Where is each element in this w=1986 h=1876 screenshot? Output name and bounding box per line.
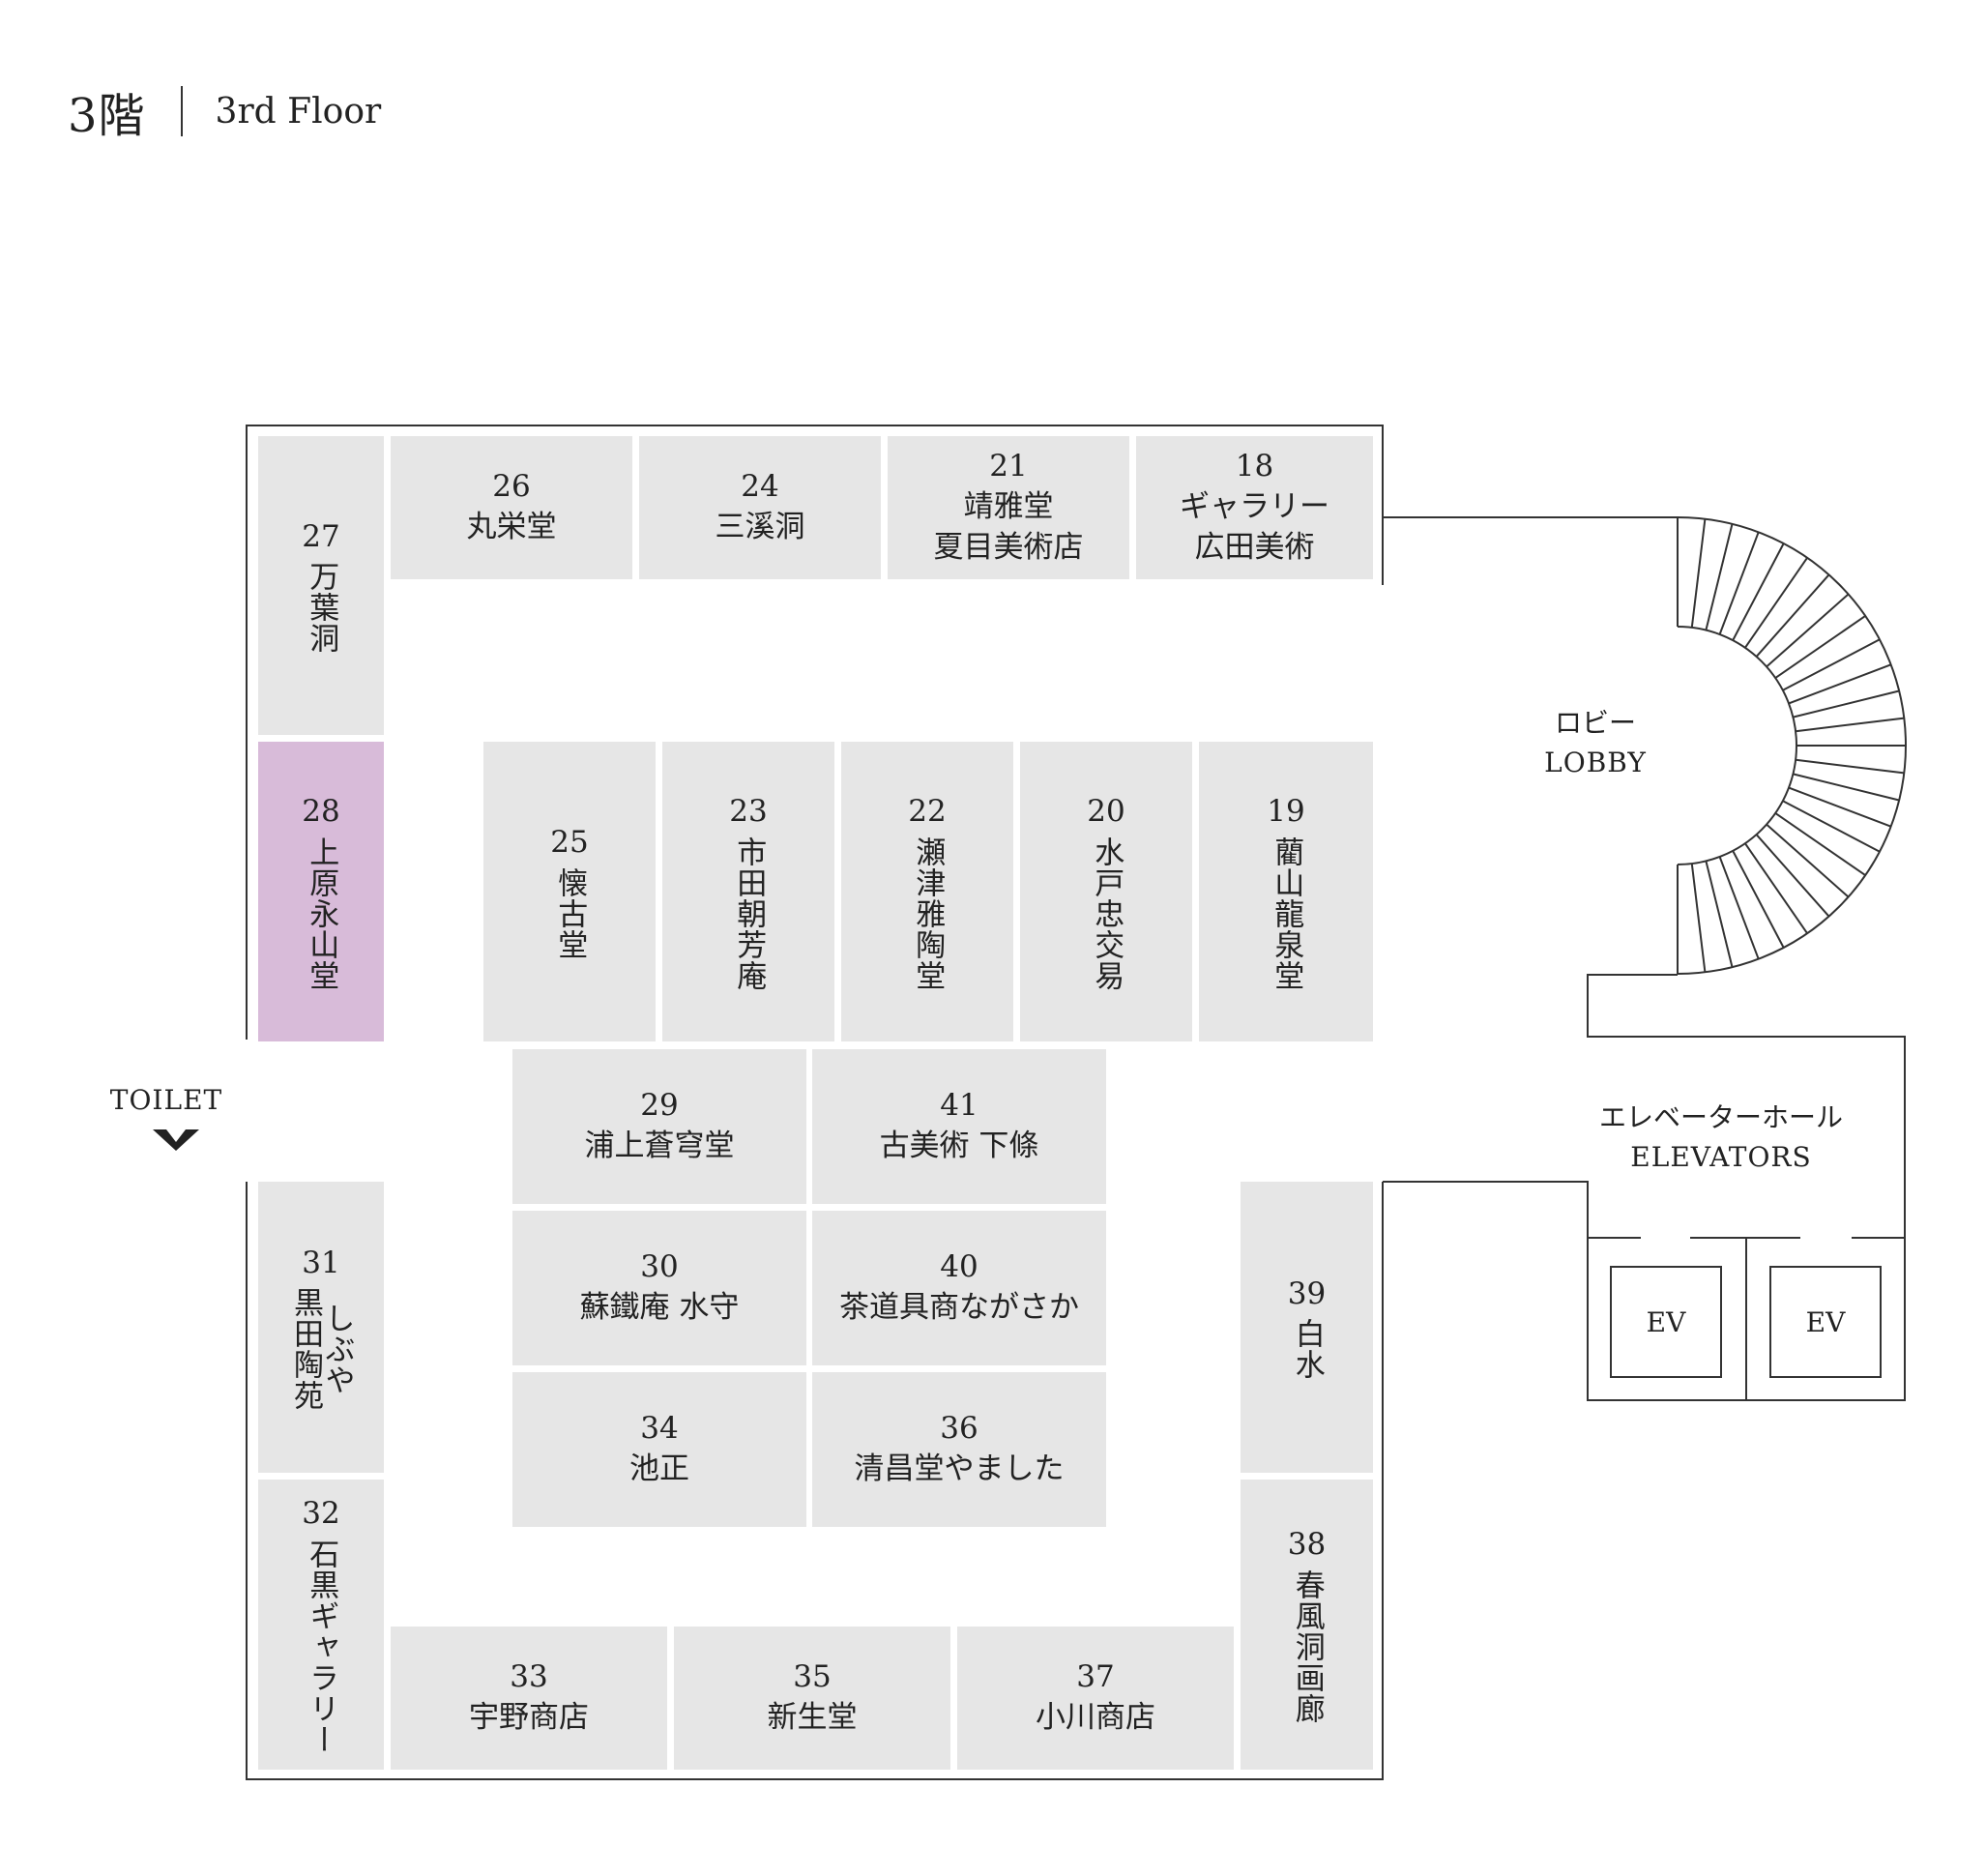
stair-step xyxy=(1795,758,1905,775)
stair-step xyxy=(1744,557,1808,649)
stair-step xyxy=(1705,523,1734,630)
booth-31[interactable]: 31 しぶや 黒田陶苑 xyxy=(258,1182,384,1473)
booth-26[interactable]: 26 丸栄堂 xyxy=(391,436,632,579)
toilet-label[interactable]: TOILET xyxy=(109,1084,223,1116)
stair-step xyxy=(1732,850,1785,949)
booth-18[interactable]: 18 ギャラリー 広田美術 xyxy=(1136,436,1373,579)
booth-24[interactable]: 24 三溪洞 xyxy=(639,436,881,579)
elevator-1[interactable]: EV xyxy=(1610,1266,1722,1378)
booth-28[interactable]: 28 上原永山堂 xyxy=(258,742,384,1041)
booth-33[interactable]: 33 宇野商店 xyxy=(391,1627,667,1770)
stair-step xyxy=(1690,863,1707,973)
booth-41[interactable]: 41 古美術 下條 xyxy=(812,1049,1106,1204)
booth-40[interactable]: 40 茶道具商ながさか xyxy=(812,1211,1106,1365)
stair-step xyxy=(1718,856,1760,960)
stair-step xyxy=(1766,593,1850,668)
stair-step xyxy=(1788,663,1892,705)
header-divider xyxy=(180,86,183,136)
booth-25[interactable]: 25 懐古堂 xyxy=(483,742,656,1041)
booth-22[interactable]: 22 瀬津雅陶堂 xyxy=(841,742,1013,1041)
floor-title-jp: 3階 xyxy=(68,89,146,143)
booth-29[interactable]: 29 浦上蒼穹堂 xyxy=(512,1049,806,1204)
stair-step xyxy=(1718,531,1760,635)
stair-step xyxy=(1690,518,1707,629)
stair-step xyxy=(1732,542,1785,641)
stair-step xyxy=(1793,689,1900,718)
elevators-label-en: ELEVATORS xyxy=(1630,1140,1812,1173)
booth-20[interactable]: 20 水戸忠交易 xyxy=(1020,742,1192,1041)
stair-step xyxy=(1755,834,1830,918)
stair-step xyxy=(1705,861,1734,968)
stair-step xyxy=(1766,823,1850,898)
stair-step xyxy=(1782,800,1881,853)
stair-step xyxy=(1755,573,1830,658)
booth-21[interactable]: 21 靖雅堂 夏目美術店 xyxy=(888,436,1129,579)
toilet-arrow-icon xyxy=(153,1129,199,1151)
booth-38[interactable]: 38 春風洞画廊 xyxy=(1241,1480,1373,1770)
elevator-2[interactable]: EV xyxy=(1769,1266,1882,1378)
floor-title-en: 3rd Floor xyxy=(215,91,382,132)
booth-32[interactable]: 32 石黒ギャラリー xyxy=(258,1480,384,1770)
stair-step xyxy=(1782,638,1881,691)
booth-35[interactable]: 35 新生堂 xyxy=(674,1627,950,1770)
lobby-label-jp: ロビー xyxy=(1554,707,1636,739)
booth-30[interactable]: 30 蘇鐵庵 水守 xyxy=(512,1211,806,1365)
stair-step xyxy=(1744,842,1808,934)
floor-header: 3階 3rd Floor xyxy=(68,82,382,143)
stair-step xyxy=(1793,773,1900,802)
booth-27[interactable]: 27 万葉洞 xyxy=(258,436,384,735)
lobby-label-en: LOBBY xyxy=(1544,746,1647,778)
elevators-label: エレベーターホール ELEVATORS xyxy=(1576,1099,1866,1177)
staircase xyxy=(1677,516,1907,975)
booth-36[interactable]: 36 清昌堂やました xyxy=(812,1372,1106,1527)
booth-39[interactable]: 39 白水 xyxy=(1241,1182,1373,1473)
stair-step xyxy=(1788,786,1892,828)
lobby-label: ロビー LOBBY xyxy=(1518,704,1673,782)
stair-step xyxy=(1774,812,1866,876)
elevators-label-jp: エレベーターホール xyxy=(1598,1101,1843,1133)
stair-step xyxy=(1774,615,1866,679)
booth-37[interactable]: 37 小川商店 xyxy=(957,1627,1234,1770)
booth-19[interactable]: 19 藺山龍泉堂 xyxy=(1199,742,1373,1041)
booth-23[interactable]: 23 市田朝芳庵 xyxy=(662,742,834,1041)
stair-step xyxy=(1795,717,1905,733)
booth-34[interactable]: 34 池正 xyxy=(512,1372,806,1527)
